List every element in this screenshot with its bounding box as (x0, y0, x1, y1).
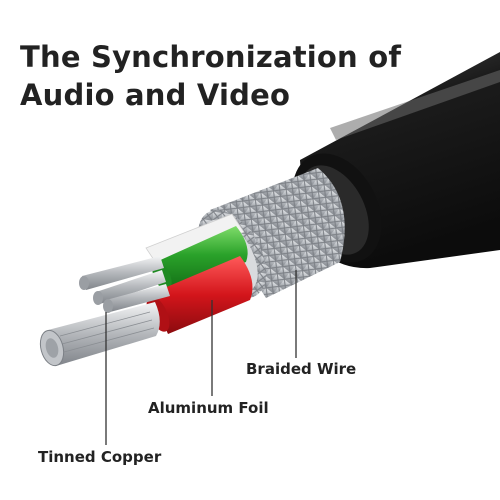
callout-leaders (105, 270, 297, 445)
aluminum-foil-label: Aluminum Foil (148, 399, 269, 417)
title-line-1: The Synchronization of (20, 40, 402, 74)
tinned-copper-label: Tinned Copper (38, 448, 162, 466)
page-title: The Synchronization of Audio and Video (20, 38, 490, 114)
title-line-2: Audio and Video (20, 78, 291, 112)
braided-wire-label: Braided Wire (246, 360, 357, 378)
upper-copper-strands (79, 256, 170, 313)
tinned-copper-bundle (39, 302, 160, 367)
